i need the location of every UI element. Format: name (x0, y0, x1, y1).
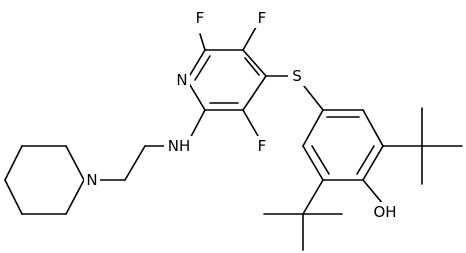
bond-c-oh (362, 179, 384, 205)
bond-ar-3 (362, 145, 384, 181)
bond-c3-c4 (242, 49, 267, 77)
bond-n-c2-inner (194, 55, 211, 81)
bond-layer (4, 21, 463, 251)
bond-pip-3 (4, 145, 23, 181)
bond-pip-4 (4, 179, 23, 215)
bond-c2-f (199, 33, 206, 51)
bond-pip-1 (65, 145, 85, 181)
sulfur-label: S (292, 67, 302, 85)
bond-s-ar (303, 85, 324, 111)
hydroxyl-label: OH (373, 203, 396, 221)
bond-c3-c4-inner (244, 57, 260, 76)
bond-ch2-ch2 (124, 145, 146, 181)
fluorine-label-top-right: F (258, 9, 267, 27)
bond-pip-6 (65, 179, 85, 215)
bond-ar-5-inner (311, 145, 330, 175)
pyridine-nitrogen-label: N (176, 71, 187, 89)
bond-ar-2 (362, 109, 384, 147)
bond-c5-f (242, 109, 259, 137)
label-layer: F F N S F NH N OH (84, 8, 400, 222)
bond-ar-tbu2 (302, 179, 324, 215)
bond-ar-3-inner (356, 145, 375, 175)
amine-nh-label: NH (168, 137, 191, 155)
fluorine-label-bottom: F (258, 137, 267, 155)
bond-ar-5 (302, 145, 324, 181)
bond-ar-6 (302, 109, 324, 147)
piperidine-nitrogen-label: N (86, 171, 97, 189)
fluorine-label-top-left: F (196, 9, 205, 27)
bond-c4-c5 (242, 75, 267, 111)
